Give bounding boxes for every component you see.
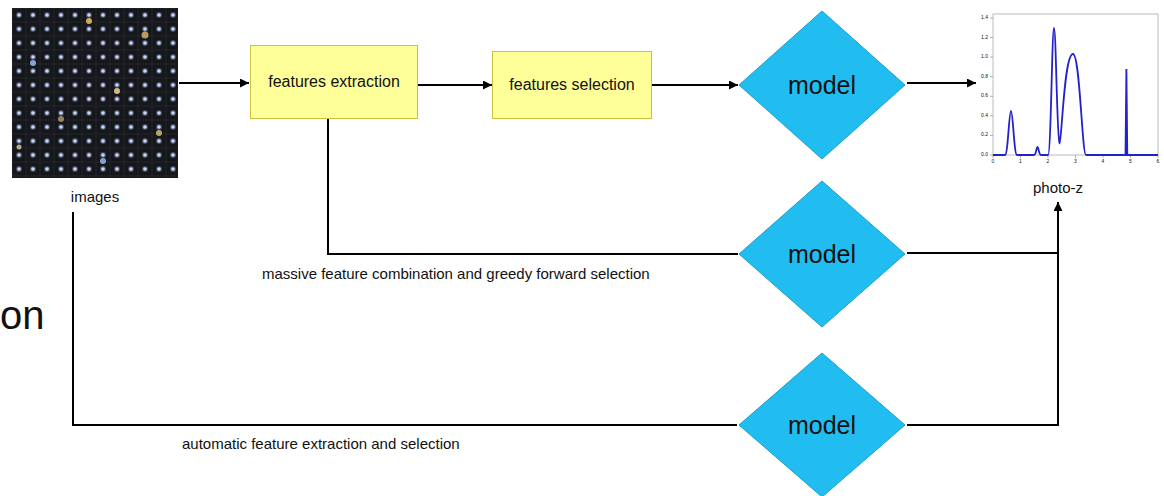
process-box: features extraction: [250, 45, 418, 119]
axis-tick: 4: [1102, 159, 1105, 165]
flow-line: [907, 252, 1058, 254]
axis-tick: 0.8: [981, 74, 988, 80]
axis-tick: 3: [1074, 159, 1077, 165]
axis-tick: 6: [1157, 159, 1160, 165]
axis-tick: 2: [1047, 159, 1050, 165]
axis-tick: 0.6: [981, 93, 988, 99]
axis-tick: 0.2: [981, 132, 988, 138]
axis-tick: 1: [1019, 159, 1022, 165]
model-diamond: model: [738, 352, 906, 496]
node-text: model: [788, 411, 856, 440]
node-text: model: [788, 240, 856, 269]
path-label: automatic feature extraction and selecti…: [182, 436, 460, 453]
axis-tick: 5: [1129, 159, 1132, 165]
model-diamond: model: [738, 180, 906, 328]
axis-tick: 0.4: [981, 113, 988, 119]
plot-caption: photo-z: [1033, 180, 1083, 197]
flow-arrow: [907, 202, 1058, 425]
cut-off-text: on: [0, 293, 45, 337]
pdf-plot: [990, 14, 1158, 158]
image-mosaic: [12, 8, 178, 178]
flow-connector: [418, 84, 492, 86]
model-diamond: model: [738, 10, 906, 160]
path-label: massive feature combination and greedy f…: [262, 266, 650, 283]
flow-connector: [652, 84, 738, 86]
axis-tick: 0.0: [981, 152, 988, 158]
node-text: features selection: [509, 76, 634, 94]
axis-tick: 1.0: [981, 54, 988, 60]
axis-tick: 0: [992, 159, 995, 165]
flow-connector: [328, 119, 738, 254]
flow-arrow: [907, 82, 976, 84]
node-text: model: [788, 71, 856, 100]
process-box: features selection: [492, 51, 652, 119]
image-caption: images: [71, 189, 119, 206]
axis-tick: 1.4: [981, 15, 988, 21]
axis-tick: 1.2: [981, 35, 988, 41]
flow-arrow: [179, 82, 249, 84]
node-text: features extraction: [268, 73, 400, 91]
flow-line: [73, 212, 737, 425]
